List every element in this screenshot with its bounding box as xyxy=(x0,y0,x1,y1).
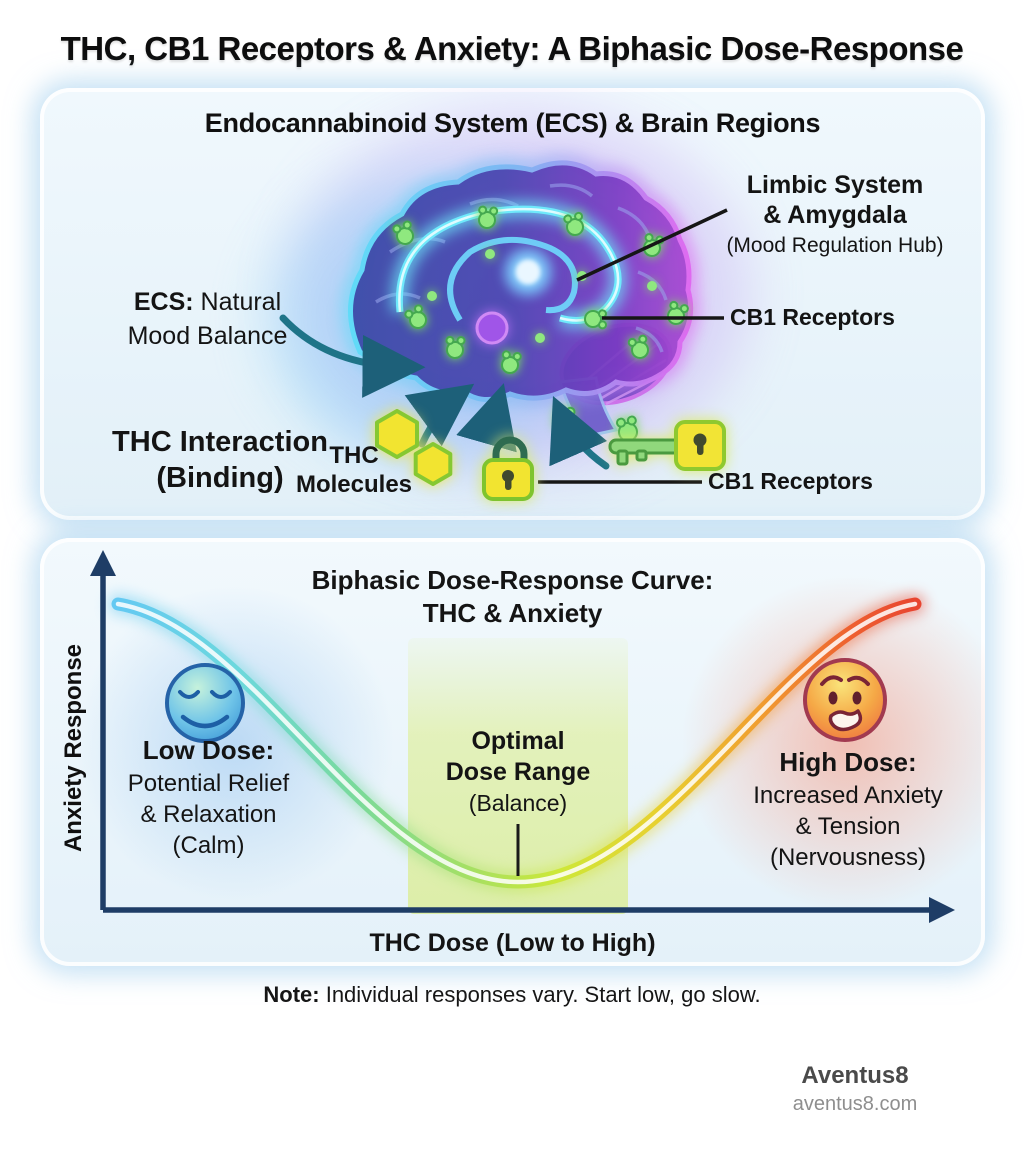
y-axis-arrowhead xyxy=(90,550,116,576)
cb1-lower-label: CB1 Receptors xyxy=(708,468,873,494)
ecs-label-line1: ECS: Natural xyxy=(90,286,325,320)
curve-title-line1: Biphasic Dose-Response Curve: xyxy=(311,565,714,595)
dose-response-chart xyxy=(90,550,955,923)
limbic-label: Limbic System & Amygdala (Mood Regulatio… xyxy=(690,170,980,258)
curve-title: Biphasic Dose-Response Curve: THC & Anxi… xyxy=(40,564,985,629)
ecs-panel: Endocannabinoid System (ECS) & Brain Reg… xyxy=(40,88,985,520)
calm-face-icon xyxy=(165,663,245,743)
x-axis-label: THC Dose (Low to High) xyxy=(369,929,656,957)
optimal-dose-heading2: Dose Range xyxy=(445,758,591,787)
optimal-dose-label: Optimal Dose Range (Balance) xyxy=(408,726,628,817)
key-arrow xyxy=(549,395,610,470)
brand-name: Aventus8 xyxy=(801,1062,909,1089)
curve-title-line2: THC & Anxiety xyxy=(422,597,603,628)
limbic-label-subtitle: (Mood Regulation Hub) xyxy=(726,234,944,257)
brand-website: aventus8.com xyxy=(792,1092,918,1115)
ecs-panel-title: Endocannabinoid System (ECS) & Brain Reg… xyxy=(204,108,821,138)
anxious-face-icon xyxy=(803,658,887,742)
ecs-arrow xyxy=(279,314,426,398)
note-bold: Note: xyxy=(263,982,320,1007)
thc-molecule-hexagons xyxy=(375,409,453,486)
cb1-upper-label: CB1 Receptors xyxy=(730,304,895,330)
high-dose-line3: (Nervousness) xyxy=(769,844,927,872)
low-dose-line2: & Relaxation xyxy=(140,800,277,828)
limbic-inner-loop xyxy=(447,237,578,322)
high-dose-line1: Increased Anxiety xyxy=(753,781,943,809)
x-axis-arrowhead xyxy=(929,897,955,923)
y-axis-label: Anxiety Response xyxy=(60,643,87,853)
thc-interaction-label: THC Interaction (Binding) xyxy=(60,424,380,497)
hypothalamus xyxy=(475,311,509,345)
brain-illustration xyxy=(260,108,750,501)
ecs-label: ECS: Natural Mood Balance xyxy=(90,286,325,354)
optimal-dose-heading1: Optimal xyxy=(471,727,565,755)
thc-arrow-2 xyxy=(456,383,517,453)
thc-molecules-label: THC Molecules xyxy=(280,442,428,500)
key-icon xyxy=(608,420,726,471)
high-dose-line2: & Tension xyxy=(795,812,901,840)
limbic-label-line1: Limbic System xyxy=(746,171,924,199)
high-dose-heading: High Dose: xyxy=(779,747,917,777)
footer: Aventus8 aventus8.com xyxy=(710,1062,1000,1117)
high-dose-label: High Dose: Increased Anxiety & Tension (… xyxy=(728,746,968,873)
axes xyxy=(90,550,955,923)
page-title: THC, CB1 Receptors & Anxiety: A Biphasic… xyxy=(60,30,964,67)
note-line: Note: Individual responses vary. Start l… xyxy=(0,982,1024,1008)
low-dose-line3: (Calm) xyxy=(172,832,245,860)
limbic-label-line2: & Amygdala xyxy=(763,201,907,229)
label-pointer-lines xyxy=(538,208,728,484)
thc-arrow-1 xyxy=(404,383,475,448)
optimal-dose-subtitle: (Balance) xyxy=(468,789,568,816)
thc-molecules-line1: THC xyxy=(329,442,379,469)
note-text: Individual responses vary. Start low, go… xyxy=(319,982,761,1007)
thc-interaction-line2: (Binding) xyxy=(156,462,284,495)
thc-interaction-line1: THC Interaction xyxy=(112,426,328,458)
low-dose-heading: Low Dose: xyxy=(142,735,275,765)
low-dose-label: Low Dose: Potential Relief & Relaxation … xyxy=(96,734,321,861)
ecs-label-rest: Natural xyxy=(193,288,282,316)
teal-arrow-icons xyxy=(279,314,610,470)
ecs-label-line2: Mood Balance xyxy=(127,321,288,350)
ecs-label-bold: ECS: xyxy=(133,288,194,316)
lock-icon xyxy=(482,436,534,501)
dose-response-panel: Biphasic Dose-Response Curve: THC & Anxi… xyxy=(40,538,985,966)
low-dose-line1: Potential Relief xyxy=(127,769,290,797)
thc-molecules-line2: Molecules xyxy=(295,470,413,498)
cb1-receptor-icons xyxy=(392,205,689,442)
